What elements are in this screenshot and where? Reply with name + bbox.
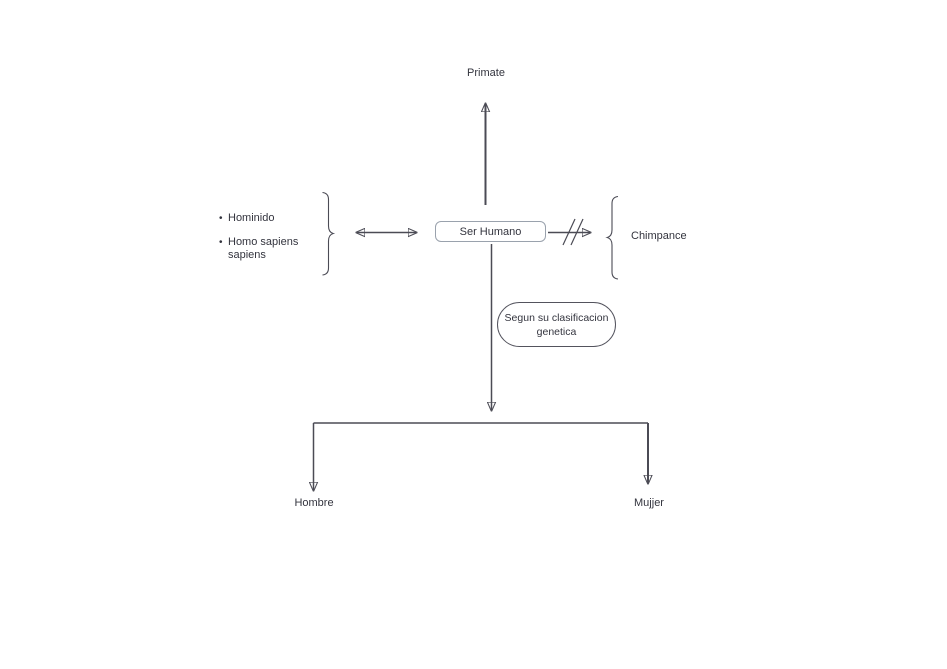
curly-brace-right-icon	[322, 191, 336, 276]
mujjer-label: Mujjer	[634, 497, 664, 509]
clasificacion-node: Segun su clasificacion genetica	[497, 302, 616, 347]
curly-brace-left-icon	[605, 195, 619, 280]
bullet-icon: •	[219, 237, 223, 248]
hominido-list: • Hominido • Homo sapiens sapiens	[219, 212, 319, 262]
ser-humano-label: Ser Humano	[459, 225, 522, 238]
list-item: • Hominido	[219, 212, 319, 225]
list-item-label: Hominido	[228, 212, 275, 224]
primate-label: Primate	[467, 67, 505, 79]
break-slash-icon	[562, 218, 576, 246]
hombre-label: Hombre	[294, 497, 334, 509]
ser-humano-node: Ser Humano	[435, 221, 546, 242]
chimpance-label: Chimpance	[631, 230, 687, 242]
bullet-icon: •	[219, 213, 223, 224]
list-item: • Homo sapiens sapiens	[219, 236, 319, 262]
list-item-label: Homo sapiens sapiens	[228, 236, 299, 261]
clasificacion-line1: Segun su clasificacion	[504, 311, 609, 324]
break-slash-icon	[570, 218, 584, 246]
clasificacion-line2: genetica	[536, 325, 577, 338]
